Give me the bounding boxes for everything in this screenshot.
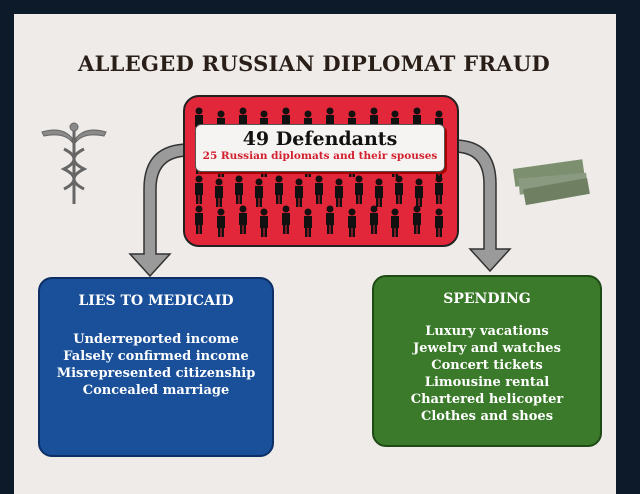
- spending-title: SPENDING: [443, 291, 531, 307]
- defendants-label: 49 Defendants 25 Russian diplomats and t…: [195, 124, 445, 172]
- spending-item: Clothes and shoes: [420, 409, 554, 424]
- person-icon: [334, 178, 344, 208]
- defendants-headline: 49 Defendants: [242, 128, 398, 150]
- person-icon: [414, 178, 424, 208]
- person-icon: [354, 175, 364, 205]
- person-icon: [234, 175, 244, 205]
- caduceus-icon: [41, 122, 107, 204]
- poster-title: ALLEGED RUSSIAN DIPLOMAT FRAUD: [78, 51, 550, 76]
- spending-item: Limousine rental: [424, 375, 550, 390]
- spending-item: Chartered helicopter: [410, 392, 564, 407]
- person-icon: [194, 175, 204, 205]
- person-icon: [303, 208, 313, 238]
- person-icon: [314, 175, 324, 205]
- person-icon: [214, 178, 224, 208]
- person-icon: [390, 208, 400, 238]
- lies-title: LIES TO MEDICAID: [78, 293, 234, 309]
- person-icon: [347, 208, 357, 238]
- arrows: [41, 122, 590, 278]
- lies-item: Falsely confirmed income: [63, 349, 249, 364]
- person-icon: [254, 178, 264, 208]
- person-icon: [238, 205, 248, 235]
- arrow-left: [128, 143, 190, 278]
- money-stack-icon: [512, 159, 590, 206]
- poster-board: ALLEGED RUSSIAN DIPLOMAT FRAUD 49 Defend…: [14, 14, 616, 494]
- lies-item: Misrepresented citizenship: [56, 366, 256, 381]
- person-icon: [281, 205, 291, 235]
- person-icon: [369, 205, 379, 235]
- spending-box: SPENDING Luxury vacations Jewelry and wa…: [372, 275, 602, 447]
- lies-to-medicaid-box: LIES TO MEDICAID Underreported income Fa…: [38, 277, 274, 457]
- person-icon: [434, 175, 444, 205]
- person-icon: [216, 208, 226, 238]
- person-icon: [434, 208, 444, 238]
- lies-item: Concealed marriage: [82, 383, 230, 398]
- lies-item: Underreported income: [73, 332, 239, 347]
- person-icon: [374, 178, 384, 208]
- person-icon: [294, 178, 304, 208]
- person-icon: [274, 175, 284, 205]
- spending-item: Luxury vacations: [425, 324, 549, 339]
- spending-item: Concert tickets: [431, 358, 543, 373]
- person-icon: [194, 205, 204, 235]
- person-icon: [325, 205, 335, 235]
- defendants-subline: 25 Russian diplomats and their spouses: [202, 150, 438, 162]
- spending-item: Jewelry and watches: [413, 341, 561, 356]
- arrow-right: [453, 139, 512, 273]
- person-icon: [394, 175, 404, 205]
- person-icon: [259, 208, 269, 238]
- person-icon: [412, 205, 422, 235]
